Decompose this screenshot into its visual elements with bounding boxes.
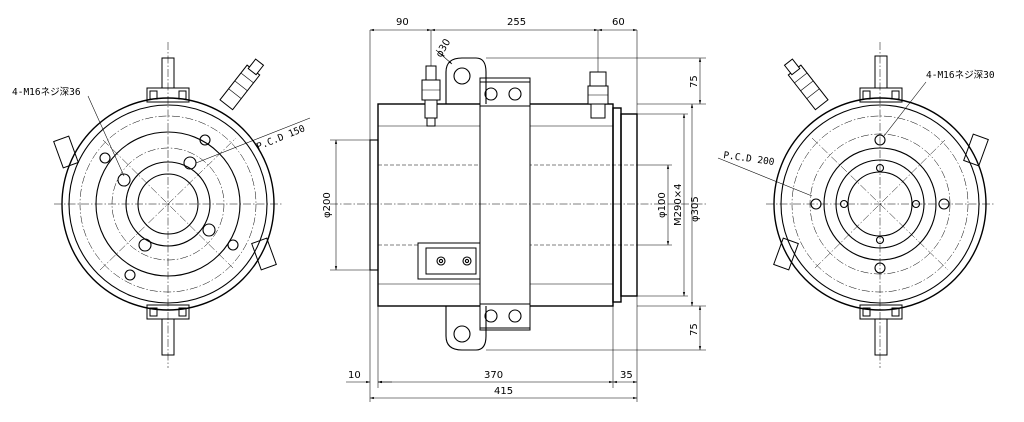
- side-view: [330, 28, 708, 402]
- dim-top-left: 90: [396, 17, 409, 28]
- right-bottom-bracket: [859, 304, 903, 356]
- front-flange: [369, 139, 379, 271]
- left-thread-note: 4-M16ネジ深36: [12, 87, 81, 98]
- left-front-view: [53, 42, 311, 368]
- side-connector-block: [417, 242, 481, 280]
- dim-bottom-left: 10: [348, 370, 361, 381]
- dim-right-bottom: 75: [689, 323, 700, 336]
- dim-top-mid: 255: [507, 17, 526, 28]
- dim-top-right: 60: [612, 17, 625, 28]
- right-hose-fitting: [783, 58, 829, 111]
- dim-port: φ30: [434, 37, 453, 59]
- top-lifting-eye: [445, 57, 487, 104]
- left-valve-fitting: [421, 65, 441, 127]
- left-hose-fitting: [219, 58, 265, 111]
- right-top-bracket: [859, 55, 903, 103]
- dim-outer: φ305: [690, 196, 701, 222]
- dim-bore: φ100: [657, 192, 668, 218]
- dim-thread: M290×4: [673, 184, 684, 226]
- left-lug: [53, 135, 79, 169]
- dim-overall: 415: [494, 386, 513, 397]
- right-thread-note: 4-M16ネジ深30: [926, 70, 995, 81]
- left-pcd-note: P.C.D 150: [255, 123, 307, 153]
- left-bolt-holes: [99, 134, 239, 281]
- rear-cap: [620, 113, 638, 297]
- dim-left-dia: φ200: [322, 192, 333, 218]
- right-valve-fitting: [587, 71, 609, 119]
- bottom-lifting-eye: [445, 306, 487, 351]
- dim-right-top: 75: [689, 75, 700, 88]
- rear-section: [612, 107, 622, 303]
- right-front-view: [717, 42, 994, 368]
- right-view-right-lug: [963, 133, 989, 167]
- dim-bottom-right: 35: [620, 370, 633, 381]
- dim-bottom-mid: 370: [484, 370, 503, 381]
- right-pcd-note: P.C.D 200: [723, 150, 776, 168]
